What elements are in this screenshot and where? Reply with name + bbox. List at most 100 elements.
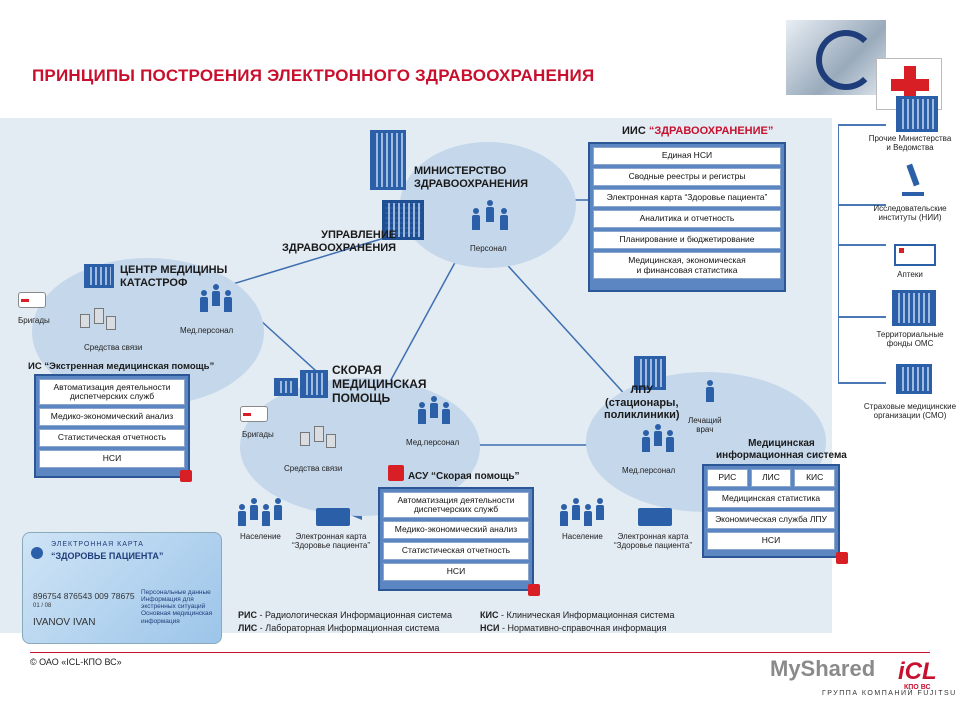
lpu-sub-lis: ЛИС [750, 469, 792, 487]
red-cross-icon [388, 465, 404, 481]
watermark: MyShared [770, 656, 876, 681]
catastrophe-brigades-label: Бригады [18, 316, 50, 325]
iis-row: Единая НСИ [593, 147, 781, 165]
legend-abbr: ЛИС [238, 623, 258, 633]
iis-system-box: Единая НСИ Сводные реестры и регистры Эл… [588, 142, 786, 292]
person-icon [200, 290, 208, 312]
ambulance-car-icon [18, 292, 46, 308]
card-icon [316, 508, 350, 526]
mgmt-label: УПРАВЛЕНИЕ ЗДРАВООХРАНЕНИЯ [282, 229, 397, 254]
catastrophe-row: Автоматизация деятельности диспетчерских… [39, 379, 185, 405]
ambulance-car-icon [240, 406, 268, 422]
patient-card: ЭЛЕКТРОННАЯ КАРТА “ЗДОРОВЬЕ ПАЦИЕНТА” 89… [22, 532, 222, 644]
lpu-population-label: Население [562, 532, 603, 541]
lpu-row: Экономическая служба ЛПУ [707, 511, 835, 529]
card-bullet: Основная медицинская информация [141, 610, 213, 625]
legend-item: КИС - Клиническая Информационная система [480, 610, 675, 620]
ministry-building-icon [370, 130, 406, 190]
right-label: Страховые медицинские организации (СМО) [863, 402, 957, 421]
lpu-top-row: РИС ЛИС КИС [707, 469, 836, 487]
card-bullet: Персональные данные [141, 589, 211, 596]
lpu-building-icon [634, 356, 666, 390]
pharmacy-icon [894, 244, 936, 266]
iis-row: Планирование и бюджетирование [593, 231, 781, 249]
card-number: 896754 876543 009 78675 [33, 591, 135, 601]
person-icon [430, 396, 438, 418]
legend-text: - Лабораторная Информационная система [257, 623, 440, 633]
card-icon [638, 508, 672, 526]
legend-abbr: КИС [480, 610, 499, 620]
computer-icon [528, 584, 540, 596]
catastrophe-row: Статистическая отчетность [39, 429, 185, 447]
person-icon [262, 504, 270, 526]
card-name: IVANOV IVAN [33, 617, 96, 628]
person-icon [238, 504, 246, 526]
right-label: Территориальные фонды ОМС [876, 330, 944, 349]
icl-logo: iCL [898, 658, 937, 685]
footer-divider [30, 652, 930, 653]
right-connector-line [838, 316, 886, 318]
catastrophe-system-box: Автоматизация деятельности диспетчерских… [34, 374, 190, 478]
computer-icon [836, 552, 848, 564]
page-title: ПРИНЦИПЫ ПОСТРОЕНИЯ ЭЛЕКТРОННОГО ЗДРАВОО… [32, 66, 595, 85]
iis-row: Электронная карта “Здоровье пациента” [593, 189, 781, 207]
comms-devices-icon [78, 306, 118, 334]
person-icon [654, 424, 662, 446]
card-bullet: Информация для экстренных ситуаций [141, 596, 206, 611]
person-icon [584, 504, 592, 526]
comms-devices-icon [298, 424, 338, 452]
person-icon [472, 208, 480, 230]
person-icon [442, 402, 450, 424]
ambulance-building-icon [274, 378, 298, 396]
right-connector [838, 124, 960, 384]
smo-building-icon [896, 364, 932, 394]
lpu-card-label: Электронная карта “Здоровье пациента” [614, 532, 692, 551]
person-icon [418, 402, 426, 424]
lpu-system-title: Медицинская информационная система [716, 438, 847, 461]
computer-icon [180, 470, 192, 482]
legend-abbr: РИС [238, 610, 257, 620]
right-connector-line [838, 124, 886, 126]
person-icon [212, 284, 220, 306]
person-icon [486, 200, 494, 222]
ambulance-row: Автоматизация деятельности диспетчерских… [383, 492, 529, 518]
ambulance-brigades-label: Бригады [242, 430, 274, 439]
ambulance-population-label: Население [240, 532, 281, 541]
lpu-row: Медицинская статистика [707, 490, 835, 508]
lpu-sub-kis: КИС [794, 469, 836, 487]
card-logo-icon [31, 547, 43, 559]
right-label: Прочие Министерства и Ведомства [868, 134, 952, 153]
card-heading2: “ЗДОРОВЬЕ ПАЦИЕНТА” [51, 551, 164, 561]
person-icon [642, 430, 650, 452]
ambulance-system-box: Автоматизация деятельности диспетчерских… [378, 487, 534, 591]
lpu-sub-rис: РИС [707, 469, 748, 487]
catastrophe-comms-label: Средства связи [84, 343, 143, 352]
card-heading1: ЭЛЕКТРОННАЯ КАРТА [51, 541, 144, 548]
ambulance-row: Статистическая отчетность [383, 542, 529, 560]
group-label: ГРУППА КОМПАНИЙ FUJITSU [822, 690, 957, 697]
ambulance-comms-label: Средства связи [284, 464, 343, 473]
icl-logo-sub: КПО ВС [904, 684, 931, 691]
card-date: 01 / 08 [33, 603, 52, 609]
legend-item: ЛИС - Лабораторная Информационная систем… [238, 623, 439, 633]
person-icon [250, 498, 258, 520]
ambulance-system-title: АСУ “Скорая помощь” [408, 471, 520, 482]
catastrophe-label: ЦЕНТР МЕДИЦИНЫ КАТАСТРОФ [120, 264, 228, 289]
legend-text: - Клиническая Информационная система [498, 610, 675, 620]
person-icon [500, 208, 508, 230]
administration-building-icon [382, 200, 424, 240]
iis-name: “ЗДРАВООХРАНЕНИЕ” [648, 125, 774, 137]
legend-text: - Нормативно-справочная информация [499, 623, 667, 633]
right-label: Аптеки [897, 270, 923, 279]
catastrophe-row: Медико-экономический анализ [39, 408, 185, 426]
lpu-row: НСИ [707, 532, 835, 550]
person-icon [666, 430, 674, 452]
catastrophe-building-icon [84, 264, 114, 288]
legend-item: РИС - Радиологическая Информационная сис… [238, 610, 452, 620]
ministry-staff-label: Персонал [470, 244, 507, 253]
lpu-label: ЛПУ (стационары, поликлиники) [604, 384, 680, 422]
catastrophe-system-title: ИС “Экстренная медицинская помощь” [28, 361, 215, 372]
right-connector-line [838, 382, 886, 384]
doctor-icon [706, 380, 716, 406]
microscope-icon [902, 163, 924, 196]
